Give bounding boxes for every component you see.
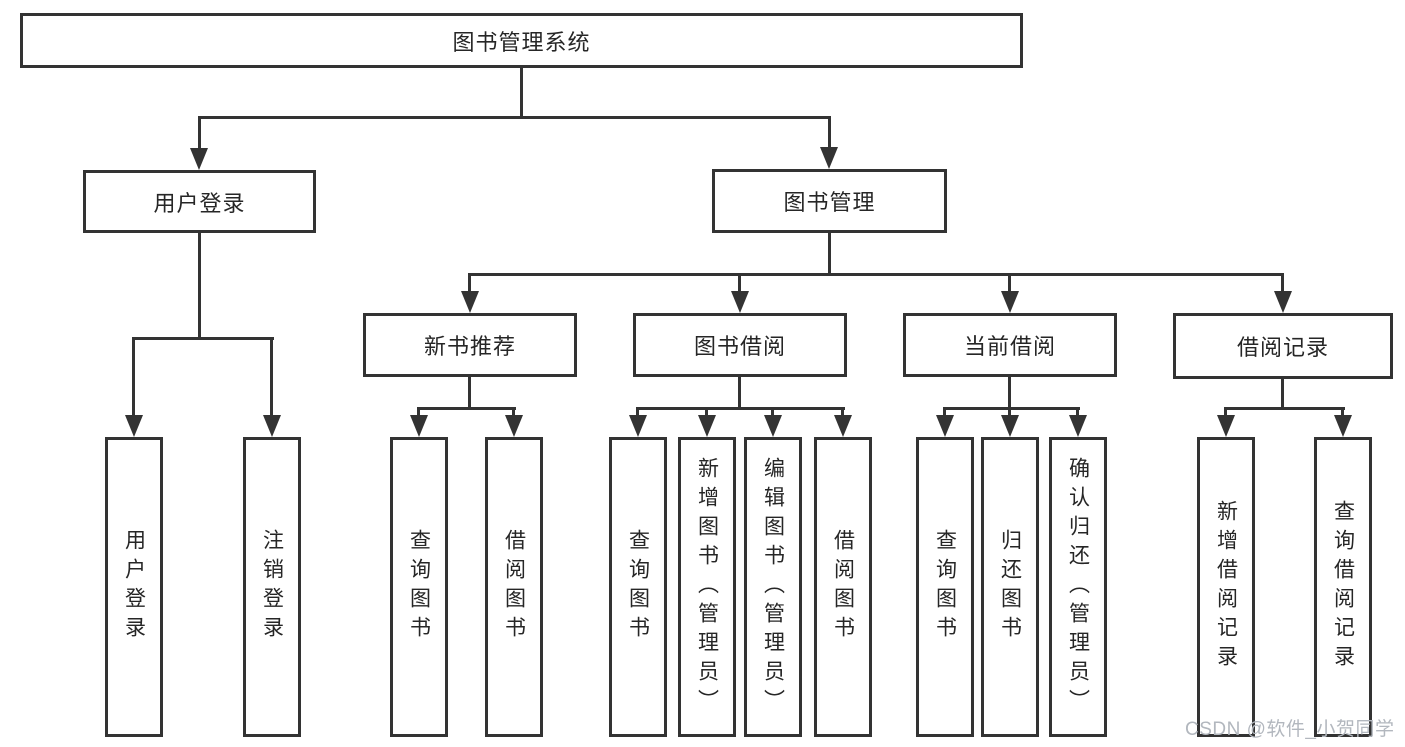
- connector-to-leaf-bb-borrow: [841, 407, 844, 415]
- node-borrowing-records: 借阅记录: [1173, 313, 1393, 379]
- arrowhead-leaf-logout: [263, 415, 281, 437]
- node-label: 图书管理: [783, 190, 876, 215]
- node-label: 当前借阅: [963, 334, 1056, 359]
- node-label: 借阅记录: [1236, 335, 1329, 360]
- arrowhead-leaf-nb-borrow: [505, 415, 523, 437]
- leaf-logout: 注销登录: [243, 437, 301, 737]
- leaf-label: 借阅图书: [831, 529, 855, 645]
- connector-to-leaf-br-query: [1341, 407, 1344, 415]
- node-label: 图书管理系统: [452, 29, 591, 55]
- node-label: 图书借阅: [693, 334, 786, 359]
- connector-to-leaf-cb-query: [943, 407, 946, 415]
- connector-to-leaf-bb-query: [636, 407, 639, 415]
- connector-to-book-management: [828, 116, 831, 147]
- connector-to-leaf-user-login: [132, 337, 135, 415]
- node-label: 用户登录: [153, 190, 246, 216]
- arrowhead-leaf-bb-edit: [764, 415, 782, 437]
- arrowhead-leaf-cb-query: [936, 415, 954, 437]
- connector-to-new-book: [468, 273, 471, 291]
- leaf-label: 查询借阅记录: [1331, 500, 1355, 674]
- leaf-borrow-books-recommend: 借阅图书: [485, 437, 543, 737]
- arrowhead-leaf-user-login: [125, 415, 143, 437]
- connector-user-login-stem: [198, 233, 201, 337]
- node-new-book-recommendation: 新书推荐: [363, 313, 577, 377]
- arrowhead-leaf-bb-add: [698, 415, 716, 437]
- leaf-query-borrow-record: 查询借阅记录: [1314, 437, 1372, 737]
- leaf-add-book-admin: 新增图书（管理员）: [678, 437, 736, 737]
- watermark: CSDN @软件_小贺同学: [1185, 719, 1395, 740]
- leaf-return-books: 归还图书: [981, 437, 1039, 737]
- leaf-label: 注销登录: [260, 529, 284, 645]
- leaf-label: 查询图书: [407, 529, 431, 645]
- arrowhead-borrowing-records: [1274, 291, 1292, 313]
- node-book-borrowing: 图书借阅: [633, 313, 847, 377]
- arrowhead-current-borrowing: [1001, 291, 1019, 313]
- connector-to-leaf-logout: [270, 337, 273, 415]
- connector-to-leaf-br-add: [1224, 407, 1227, 415]
- leaf-borrow-books-borrowing: 借阅图书: [814, 437, 872, 737]
- node-library-management-system: 图书管理系统: [20, 13, 1023, 68]
- connector-borrowing-records-stem: [1281, 379, 1284, 407]
- connector-level2-bus: [468, 273, 1283, 276]
- connector-to-leaf-cb-confirm: [1076, 407, 1079, 415]
- arrowhead-leaf-br-add: [1217, 415, 1235, 437]
- node-label: 新书推荐: [423, 334, 516, 359]
- connector-level1-bus: [198, 116, 831, 119]
- connector-root-stem: [520, 68, 523, 116]
- leaf-add-borrow-record: 新增借阅记录: [1197, 437, 1255, 737]
- connector-to-book-borrowing: [738, 273, 741, 291]
- arrowhead-user-login: [190, 148, 208, 170]
- node-book-management: 图书管理: [712, 169, 947, 233]
- arrowhead-new-book: [461, 291, 479, 313]
- connector-to-leaf-bb-edit: [771, 407, 774, 415]
- arrowhead-book-borrowing: [731, 291, 749, 313]
- leaf-query-books-borrowing: 查询图书: [609, 437, 667, 737]
- leaf-label: 编辑图书（管理员）: [761, 456, 785, 718]
- node-current-borrowing: 当前借阅: [903, 313, 1117, 377]
- leaf-label: 借阅图书: [502, 529, 526, 645]
- arrowhead-leaf-bb-borrow: [834, 415, 852, 437]
- leaf-label: 新增借阅记录: [1214, 500, 1238, 674]
- connector-borrowing-records-bus: [1224, 407, 1345, 410]
- leaf-user-login: 用户登录: [105, 437, 163, 737]
- leaf-query-books-recommend: 查询图书: [390, 437, 448, 737]
- connector-new-book-bus: [417, 407, 516, 410]
- arrowhead-leaf-br-query: [1334, 415, 1352, 437]
- leaf-label: 确认归还（管理员）: [1066, 456, 1090, 718]
- connector-book-borrowing-stem: [738, 377, 741, 407]
- connector-current-borrowing-bus: [943, 407, 1080, 410]
- connector-to-leaf-nb-query: [417, 407, 420, 415]
- connector-to-current-borrowing: [1008, 273, 1011, 291]
- connector-to-user-login: [198, 116, 201, 148]
- arrowhead-leaf-nb-query: [410, 415, 428, 437]
- connector-to-leaf-cb-return: [1008, 407, 1011, 415]
- leaf-label: 用户登录: [122, 529, 146, 645]
- connector-to-leaf-bb-add: [705, 407, 708, 415]
- connector-book-management-stem: [828, 233, 831, 273]
- leaf-confirm-return-admin: 确认归还（管理员）: [1049, 437, 1107, 737]
- connector-book-borrowing-bus: [636, 407, 845, 410]
- leaf-label: 查询图书: [933, 529, 957, 645]
- connector-to-leaf-nb-borrow: [512, 407, 515, 415]
- connector-current-borrowing-stem: [1008, 377, 1011, 407]
- arrowhead-leaf-bb-query: [629, 415, 647, 437]
- connector-to-borrowing-records: [1281, 273, 1284, 291]
- connector-user-login-bus: [132, 337, 274, 340]
- leaf-query-books-current: 查询图书: [916, 437, 974, 737]
- leaf-edit-book-admin: 编辑图书（管理员）: [744, 437, 802, 737]
- leaf-label: 新增图书（管理员）: [695, 456, 719, 718]
- leaf-label: 归还图书: [998, 529, 1022, 645]
- arrowhead-book-management: [820, 147, 838, 169]
- connector-new-book-stem: [468, 377, 471, 407]
- leaf-label: 查询图书: [626, 529, 650, 645]
- arrowhead-leaf-cb-confirm: [1069, 415, 1087, 437]
- node-user-login: 用户登录: [83, 170, 316, 233]
- arrowhead-leaf-cb-return: [1001, 415, 1019, 437]
